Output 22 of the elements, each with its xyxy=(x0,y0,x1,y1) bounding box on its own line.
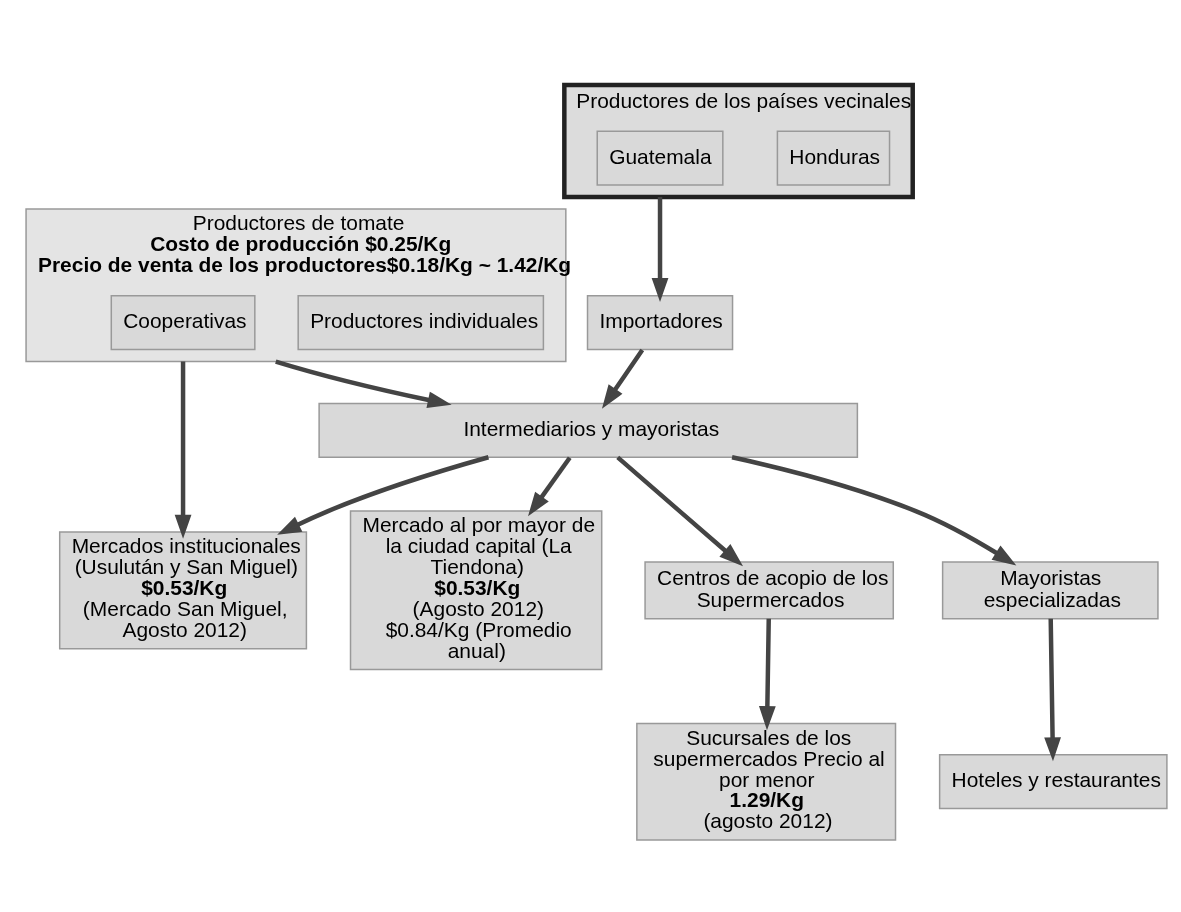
arrow xyxy=(528,455,572,516)
node-box: Guatemala xyxy=(596,130,724,186)
node-box: Hoteles y restaurantes xyxy=(938,753,1168,809)
node-box: Honduras xyxy=(776,130,891,186)
arrow xyxy=(174,361,192,539)
node-box: Mayoristas especializadas xyxy=(941,560,1159,619)
arrow xyxy=(731,454,1017,565)
node-box: Intermediarios y mayoristas xyxy=(318,402,859,458)
node-box: Cooperativas xyxy=(110,294,256,350)
arrow xyxy=(601,348,645,409)
node-box: Productores individuales xyxy=(297,294,545,350)
arrow xyxy=(758,618,776,730)
arrow xyxy=(275,358,452,408)
arrow xyxy=(651,196,669,302)
arrow xyxy=(1044,618,1061,761)
arrow xyxy=(277,454,490,535)
node-box: Centros de acopio de los Supermercados xyxy=(644,560,895,619)
node-box: Mercados institucionales (Usulután y San Miguel) $0.53/Kg (Mercado San Miguel, Agosto 2012) xyxy=(58,530,308,649)
node-box: Importadores xyxy=(586,294,734,350)
arrow xyxy=(616,455,744,566)
node-box: Mercado al por mayor de la ciudad capital (La Tiendona) $0.53/Kg (Agosto 2012) $0.84/Kg (Promedio anual) xyxy=(349,509,603,670)
node-box: Sucursales de los supermercados Precio al por menor 1.29/Kg (agosto 2012) xyxy=(636,722,897,841)
